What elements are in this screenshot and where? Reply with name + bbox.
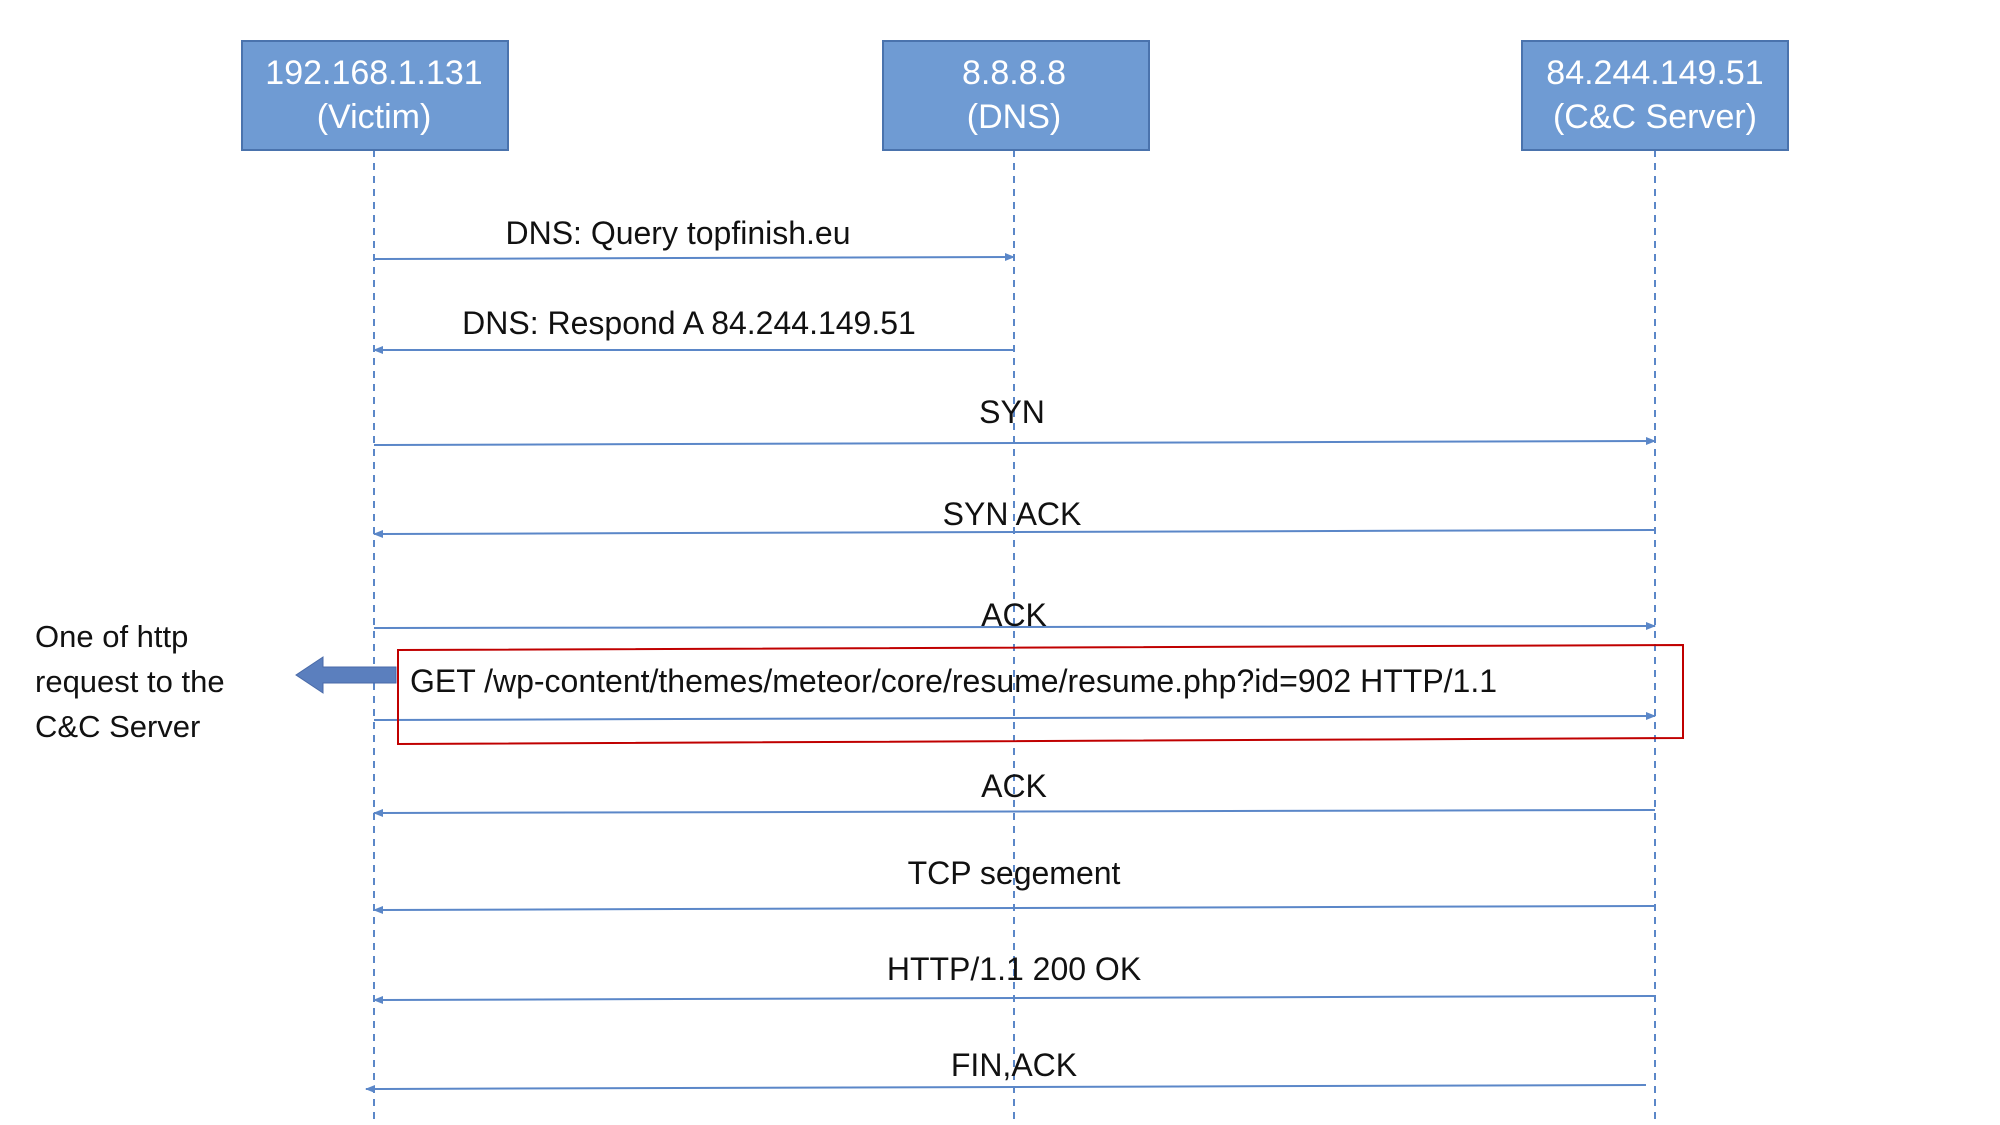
message-arrow: [373, 529, 1656, 538]
message-label: SYN: [979, 394, 1045, 430]
callout-arrow-icon: [295, 656, 397, 694]
message-http-get: GET /wp-content/themes/meteor/core/resum…: [373, 663, 1656, 721]
actor-role: (Victim): [317, 98, 432, 136]
message-arrow: [373, 808, 1656, 817]
message-syn: SYN: [373, 394, 1656, 446]
message-arrow: [373, 253, 1015, 262]
message-label: HTTP/1.1 200 OK: [887, 951, 1141, 987]
message-http-200-ok: HTTP/1.1 200 OK: [373, 951, 1656, 1004]
message-dns-respond: DNS: Respond A 84.244.149.51: [373, 305, 1014, 354]
message-label: SYN ACK: [943, 496, 1082, 532]
actor-role: (DNS): [967, 98, 1061, 136]
callout-line: request to the: [35, 664, 225, 699]
message-label: DNS: Respond A 84.244.149.51: [462, 305, 916, 341]
message-fin-ack: FIN,ACK: [365, 1047, 1647, 1093]
message-dns-query: DNS: Query topfinish.eu: [373, 215, 1015, 262]
message-label: FIN,ACK: [951, 1047, 1077, 1083]
message-arrow: [373, 622, 1656, 631]
message-ack-1: ACK: [373, 597, 1656, 633]
actor-cc-server: 84.244.149.51 (C&C Server): [1521, 40, 1789, 151]
actor-address: 192.168.1.131: [265, 54, 482, 92]
actor-address: 8.8.8.8: [962, 54, 1066, 92]
highlight-box: [397, 643, 1684, 746]
message-label: ACK: [981, 597, 1047, 633]
message-arrow: [373, 712, 1656, 721]
actor-box: [1521, 40, 1789, 151]
message-label: ACK: [981, 768, 1047, 804]
actor-victim: 192.168.1.131 (Victim): [241, 40, 509, 151]
actor-address: 84.244.149.51: [1546, 54, 1763, 92]
message-tcp-segment: TCP segement: [373, 855, 1656, 914]
message-label: DNS: Query topfinish.eu: [505, 215, 850, 251]
message-label: TCP segement: [908, 855, 1121, 891]
message-arrow: [373, 437, 1656, 446]
message-ack-2: ACK: [373, 768, 1656, 817]
actor-role: (C&C Server): [1553, 98, 1757, 136]
lifelines: [373, 150, 1656, 1125]
actor-box: [882, 40, 1150, 151]
message-arrow: [373, 905, 1656, 914]
message-arrow: [373, 995, 1656, 1004]
message-label: GET /wp-content/themes/meteor/core/resum…: [410, 663, 1497, 699]
message-syn-ack: SYN ACK: [373, 496, 1656, 538]
callout-note: One of http request to the C&C Server: [35, 619, 225, 744]
message-arrow: [365, 1084, 1647, 1093]
actor-box: [241, 40, 509, 151]
callout-line: C&C Server: [35, 709, 200, 744]
callout-line: One of http: [35, 619, 188, 654]
actor-dns: 8.8.8.8 (DNS): [882, 40, 1150, 151]
